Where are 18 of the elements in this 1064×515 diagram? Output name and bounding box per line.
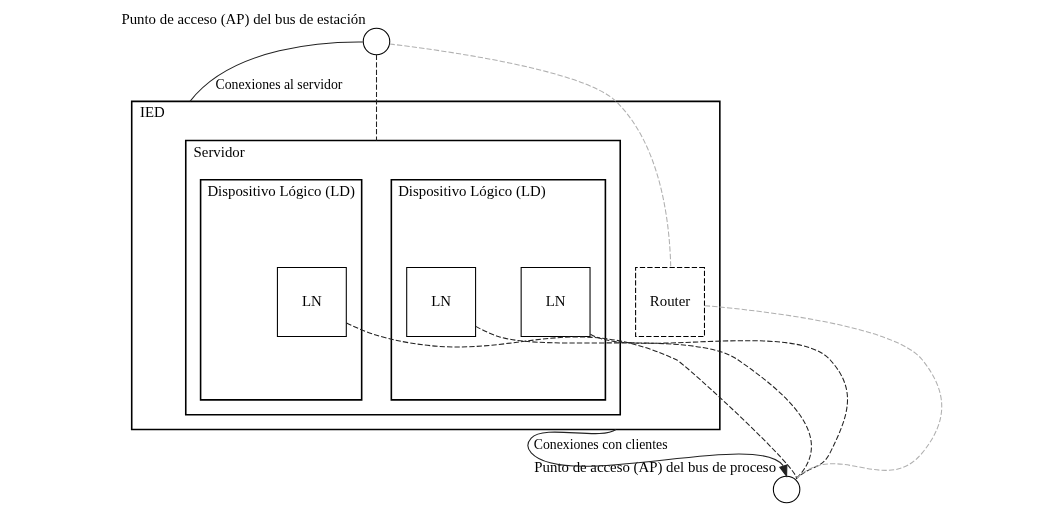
connector <box>388 43 671 268</box>
node-circle <box>772 475 800 504</box>
node-box: Router <box>634 267 705 337</box>
connector <box>375 54 377 142</box>
edge-label: Conexiones con clientes <box>533 437 668 453</box>
connector <box>345 322 797 480</box>
node-label: Punto de acceso (AP) del bus de proceso <box>533 459 776 476</box>
connector <box>188 41 363 102</box>
node-box: LN <box>276 267 347 337</box>
node-box: LN <box>520 267 591 337</box>
node-label: Punto de acceso (AP) del bus de estación <box>120 11 366 28</box>
arrow <box>526 429 787 478</box>
node-circle <box>362 27 390 56</box>
connector <box>474 325 812 480</box>
edge-label: Conexiones al servidor <box>215 77 342 93</box>
connector <box>589 333 848 480</box>
connector <box>703 305 942 480</box>
node-box: LN <box>405 267 476 337</box>
